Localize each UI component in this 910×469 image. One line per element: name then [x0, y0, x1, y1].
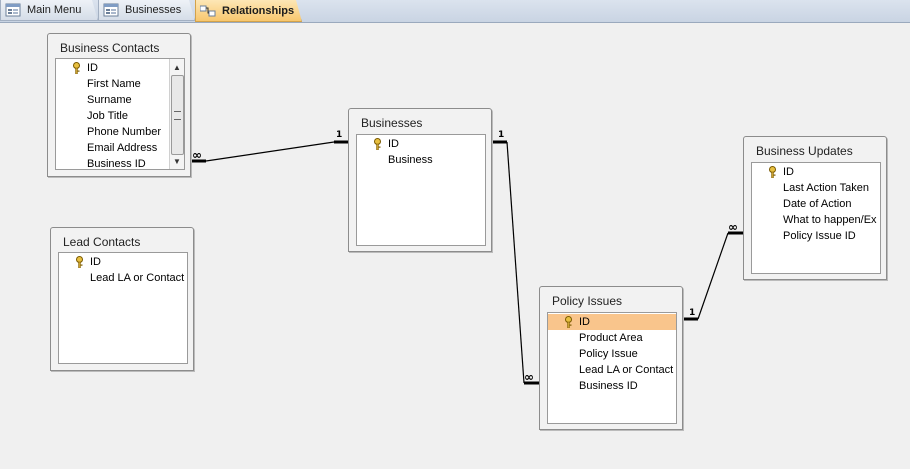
table-policy-issues[interactable]: Policy Issues ID Product Area Policy Iss…	[539, 286, 683, 430]
field-item[interactable]: Job Title	[56, 108, 184, 124]
field-item[interactable]: Policy Issue ID	[752, 228, 880, 244]
table-title: Policy Issues	[552, 294, 623, 308]
field-label: Phone Number	[87, 126, 161, 138]
table-title: Lead Contacts	[63, 235, 141, 249]
primary-key-icon	[76, 256, 83, 268]
many-marker: ∞	[728, 220, 738, 234]
field-list[interactable]: ID Last Action Taken Date of Action What…	[751, 162, 881, 274]
field-label: Business ID	[87, 158, 146, 170]
field-label: Last Action Taken	[783, 182, 870, 194]
field-item[interactable]: Last Action Taken	[752, 180, 880, 196]
field-label: Business ID	[579, 380, 638, 392]
tab-relationships[interactable]: Relationships	[195, 0, 302, 22]
field-list[interactable]: ID First Name Surname Job Title Phone Nu…	[55, 58, 185, 170]
table-title: Business Updates	[756, 144, 853, 158]
one-marker: 1	[689, 308, 696, 318]
field-item[interactable]: ID	[59, 254, 187, 270]
field-item[interactable]: Policy Issue	[548, 346, 676, 362]
vertical-scrollbar[interactable]: ▲ ▼	[169, 59, 184, 169]
table-business-contacts[interactable]: Business Contacts ID First Name Surname …	[47, 33, 191, 177]
primary-key-icon	[73, 62, 80, 74]
field-item[interactable]: Surname	[56, 92, 184, 108]
tab-label: Main Menu	[27, 4, 82, 16]
scrollbar-thumb[interactable]	[171, 75, 184, 155]
field-label: Policy Issue	[579, 348, 638, 360]
one-marker: 1	[336, 130, 343, 140]
field-item[interactable]: ID	[357, 136, 485, 152]
field-item[interactable]: Lead LA or Contact	[59, 270, 187, 286]
table-businesses[interactable]: Businesses ID Business	[348, 108, 492, 252]
relationship-line[interactable]	[191, 140, 348, 163]
field-item[interactable]: First Name	[56, 76, 184, 92]
field-label: Lead LA or Contact	[579, 364, 674, 376]
field-label: What to happen/Ex	[783, 214, 877, 226]
document-tab-strip: Main Menu Businesses Relationships	[0, 0, 910, 23]
relationship-line[interactable]	[683, 231, 743, 321]
field-label: Business	[388, 154, 433, 166]
field-label: Email Address	[87, 142, 158, 154]
table-title: Business Contacts	[60, 41, 160, 55]
field-list[interactable]: ID Lead LA or Contact	[58, 252, 188, 364]
field-item[interactable]: Email Address	[56, 140, 184, 156]
form-icon	[5, 3, 21, 17]
many-marker: ∞	[192, 148, 202, 162]
table-business-updates[interactable]: Business Updates ID Last Action Taken Da…	[743, 136, 887, 280]
field-item[interactable]: Business ID	[548, 378, 676, 394]
field-label: First Name	[87, 78, 141, 90]
field-label: Lead LA or Contact	[90, 272, 185, 284]
field-label: Product Area	[579, 332, 643, 344]
grip-icon	[174, 111, 181, 120]
field-label: ID	[87, 62, 98, 74]
scroll-up-icon[interactable]: ▲	[173, 62, 181, 72]
field-item[interactable]: Product Area	[548, 330, 676, 346]
field-item[interactable]: ID	[752, 164, 880, 180]
primary-key-icon	[374, 138, 381, 150]
primary-key-icon	[565, 316, 572, 328]
table-lead-contacts[interactable]: Lead Contacts ID Lead LA or Contact	[50, 227, 194, 371]
tab-label: Relationships	[222, 4, 295, 17]
field-item[interactable]: Business	[357, 152, 485, 168]
field-label: Surname	[87, 94, 132, 106]
field-label: ID	[388, 138, 399, 150]
field-list[interactable]: ID Product Area Policy Issue Lead LA or …	[547, 312, 677, 424]
scroll-down-icon[interactable]: ▼	[173, 156, 181, 166]
field-label: Date of Action	[783, 198, 852, 210]
field-label: Policy Issue ID	[783, 230, 856, 242]
field-item[interactable]: What to happen/Ex	[752, 212, 880, 228]
relationship-line[interactable]	[492, 140, 539, 385]
tab-businesses[interactable]: Businesses	[98, 0, 195, 21]
primary-key-icon	[769, 166, 776, 178]
field-label: Job Title	[87, 110, 128, 122]
field-item[interactable]: ID	[56, 60, 184, 76]
field-label: ID	[579, 316, 590, 328]
many-marker: ∞	[524, 370, 534, 384]
field-item[interactable]: Phone Number	[56, 124, 184, 140]
field-label: ID	[90, 256, 101, 268]
tab-label: Businesses	[125, 4, 182, 16]
table-title: Businesses	[361, 116, 423, 130]
one-marker: 1	[498, 130, 505, 140]
field-item-selected[interactable]: ID	[548, 314, 676, 330]
field-item[interactable]: Date of Action	[752, 196, 880, 212]
form-icon	[103, 3, 119, 17]
field-list[interactable]: ID Business	[356, 134, 486, 246]
tab-main-menu[interactable]: Main Menu	[0, 0, 98, 21]
field-item[interactable]: Business ID	[56, 156, 184, 170]
field-item[interactable]: Lead LA or Contact	[548, 362, 676, 378]
field-label: ID	[783, 166, 794, 178]
relationships-icon	[200, 4, 216, 18]
